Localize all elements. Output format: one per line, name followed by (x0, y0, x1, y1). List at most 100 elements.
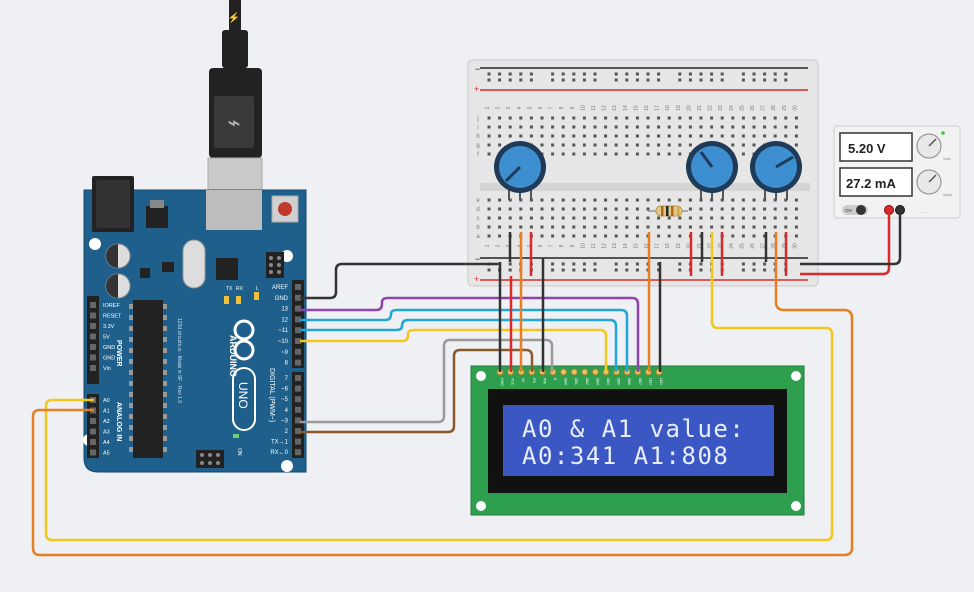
breadboard-hole[interactable] (731, 198, 735, 202)
breadboard-hole[interactable] (699, 125, 703, 129)
breadboard-hole[interactable] (625, 116, 629, 120)
breadboard-hole[interactable] (635, 116, 639, 120)
breadboard-hole[interactable] (519, 72, 523, 76)
breadboard-hole[interactable] (710, 134, 714, 138)
breadboard-hole[interactable] (741, 268, 745, 272)
breadboard-hole[interactable] (794, 116, 798, 120)
breadboard-hole[interactable] (551, 207, 555, 211)
breadboard-hole[interactable] (625, 216, 629, 220)
wires[interactable] (31, 214, 902, 557)
breadboard-hole[interactable] (519, 78, 523, 82)
breadboard-hole[interactable] (582, 225, 586, 229)
breadboard-hole[interactable] (572, 268, 576, 272)
breadboard-hole[interactable] (508, 225, 512, 229)
breadboard-hole[interactable] (614, 216, 618, 220)
breadboard-hole[interactable] (720, 225, 724, 229)
breadboard-hole[interactable] (572, 207, 576, 211)
breadboard-hole[interactable] (498, 225, 502, 229)
breadboard-hole[interactable] (688, 72, 692, 76)
breadboard-hole[interactable] (604, 207, 608, 211)
breadboard-hole[interactable] (625, 152, 629, 156)
breadboard-hole[interactable] (529, 116, 533, 120)
breadboard-hole[interactable] (784, 78, 788, 82)
breadboard-hole[interactable] (551, 143, 555, 147)
breadboard-hole[interactable] (688, 216, 692, 220)
breadboard-hole[interactable] (720, 125, 724, 129)
breadboard-hole[interactable] (773, 78, 777, 82)
breadboard-hole[interactable] (498, 134, 502, 138)
breadboard-hole[interactable] (540, 125, 544, 129)
breadboard-hole[interactable] (625, 262, 629, 266)
breadboard-hole[interactable] (519, 225, 523, 229)
breadboard-hole[interactable] (773, 225, 777, 229)
breadboard-hole[interactable] (773, 72, 777, 76)
breadboard-hole[interactable] (678, 216, 682, 220)
wire-a0[interactable] (44, 232, 834, 542)
breadboard-hole[interactable] (604, 216, 608, 220)
breadboard-hole[interactable] (688, 207, 692, 211)
breadboard-hole[interactable] (667, 234, 671, 238)
breadboard-hole[interactable] (731, 134, 735, 138)
breadboard-hole[interactable] (625, 78, 629, 82)
breadboard-hole[interactable] (551, 268, 555, 272)
breadboard-hole[interactable] (551, 125, 555, 129)
breadboard[interactable]: − + − + 11223344556677889910101111121213… (467, 59, 819, 287)
header-pin[interactable] (90, 418, 96, 424)
breadboard-hole[interactable] (763, 72, 767, 76)
breadboard-hole[interactable] (572, 72, 576, 76)
breadboard-hole[interactable] (604, 198, 608, 202)
breadboard-hole[interactable] (657, 225, 661, 229)
breadboard-hole[interactable] (710, 72, 714, 76)
breadboard-hole[interactable] (593, 262, 597, 266)
breadboard-hole[interactable] (752, 116, 756, 120)
breadboard-hole[interactable] (551, 225, 555, 229)
breadboard-hole[interactable] (551, 152, 555, 156)
breadboard-hole[interactable] (646, 198, 650, 202)
breadboard-hole[interactable] (572, 78, 576, 82)
breadboard-hole[interactable] (625, 198, 629, 202)
breadboard-hole[interactable] (752, 78, 756, 82)
breadboard-hole[interactable] (582, 134, 586, 138)
breadboard-hole[interactable] (593, 268, 597, 272)
breadboard-hole[interactable] (678, 268, 682, 272)
breadboard-hole[interactable] (720, 134, 724, 138)
breadboard-hole[interactable] (657, 143, 661, 147)
breadboard-hole[interactable] (699, 262, 703, 266)
breadboard-hole[interactable] (604, 234, 608, 238)
breadboard-hole[interactable] (678, 234, 682, 238)
breadboard-hole[interactable] (498, 143, 502, 147)
breadboard-hole[interactable] (529, 78, 533, 82)
breadboard-hole[interactable] (551, 234, 555, 238)
breadboard-hole[interactable] (614, 225, 618, 229)
breadboard-hole[interactable] (498, 72, 502, 76)
breadboard-hole[interactable] (519, 125, 523, 129)
breadboard-hole[interactable] (646, 216, 650, 220)
breadboard-hole[interactable] (710, 125, 714, 129)
header-pin[interactable] (90, 439, 96, 445)
header-pin[interactable] (90, 354, 96, 361)
header-pin[interactable] (295, 284, 301, 290)
wire-psu-negative[interactable] (800, 214, 902, 266)
header-pin[interactable] (90, 344, 96, 350)
breadboard-hole[interactable] (487, 116, 491, 120)
breadboard-hole[interactable] (731, 125, 735, 129)
breadboard-hole[interactable] (582, 234, 586, 238)
breadboard-hole[interactable] (763, 134, 767, 138)
breadboard-hole[interactable] (752, 262, 756, 266)
breadboard-hole[interactable] (635, 72, 639, 76)
breadboard-hole[interactable] (784, 216, 788, 220)
breadboard-hole[interactable] (593, 72, 597, 76)
breadboard-hole[interactable] (508, 72, 512, 76)
breadboard-hole[interactable] (635, 234, 639, 238)
breadboard-hole[interactable] (572, 152, 576, 156)
breadboard-hole[interactable] (604, 152, 608, 156)
breadboard-hole[interactable] (741, 72, 745, 76)
breadboard-hole[interactable] (582, 152, 586, 156)
breadboard-hole[interactable] (561, 125, 565, 129)
breadboard-hole[interactable] (646, 125, 650, 129)
breadboard-hole[interactable] (625, 234, 629, 238)
breadboard-hole[interactable] (667, 134, 671, 138)
breadboard-hole[interactable] (784, 72, 788, 76)
breadboard-hole[interactable] (678, 152, 682, 156)
breadboard-hole[interactable] (752, 198, 756, 202)
